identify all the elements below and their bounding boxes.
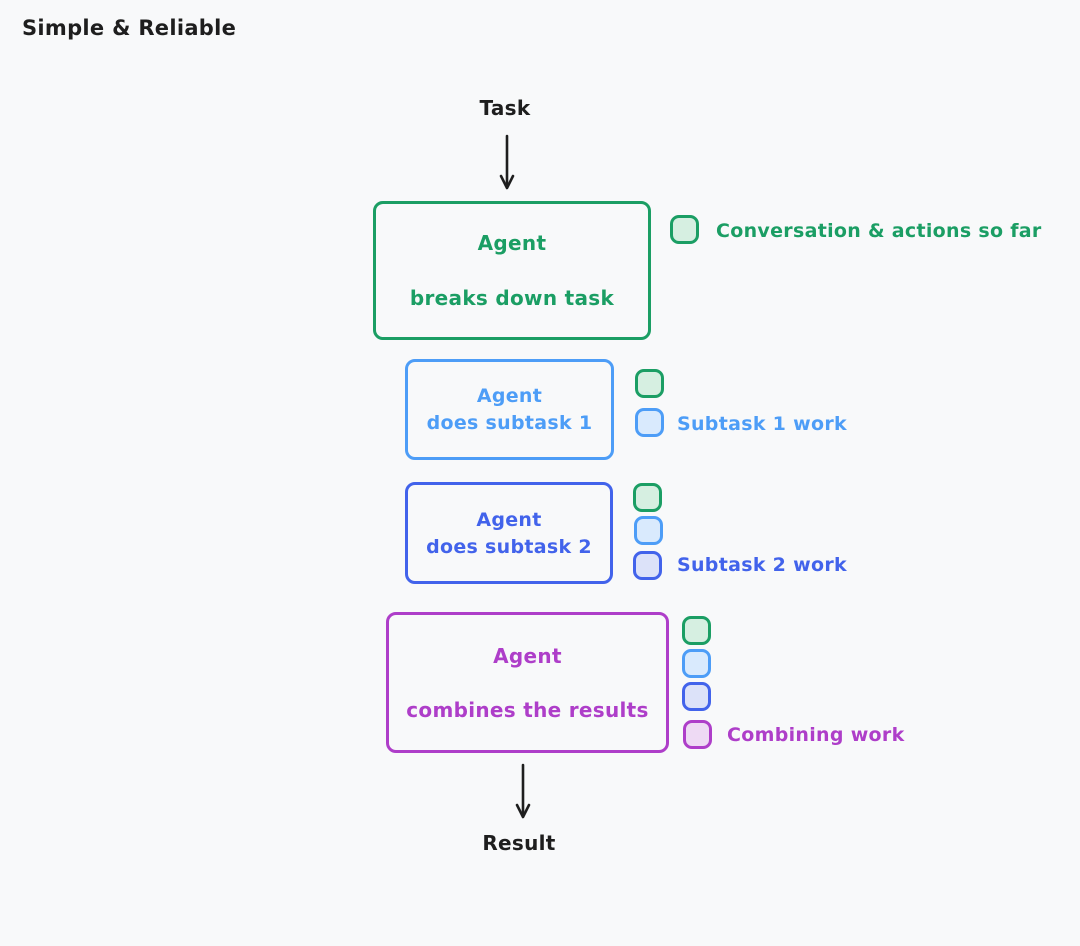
arrow-down-icon (499, 134, 515, 190)
node-line-2: does subtask 1 (426, 412, 593, 434)
combining-chip (683, 720, 712, 749)
conversation-chip (633, 483, 662, 512)
node-agent-does-subtask-1: Agent does subtask 1 (405, 359, 614, 460)
subtask1-chip (634, 516, 663, 545)
subtask2-chip (682, 682, 711, 711)
node-line-1: Agent (493, 643, 562, 668)
conversation-chip (682, 616, 711, 645)
node-line-1: Agent (477, 231, 547, 255)
node-line-1: Agent (476, 508, 542, 531)
task-label: Task (479, 96, 531, 120)
subtask2-chip (633, 551, 662, 580)
arrow-down-icon (515, 763, 531, 819)
node-agent-combines-results: Agent combines the results (386, 612, 669, 753)
diagram-title: Simple & Reliable (22, 16, 237, 40)
conversation-chip (670, 215, 699, 244)
subtask1-chip (635, 408, 664, 437)
legend-subtask1-label: Subtask 1 work (677, 413, 847, 435)
node-agent-breaks-down-task: Agent breaks down task (373, 201, 651, 340)
node-line-2: breaks down task (409, 286, 615, 310)
legend-subtask2-label: Subtask 2 work (677, 554, 847, 576)
result-label: Result (482, 831, 556, 855)
legend-conversation-label: Conversation & actions so far (716, 220, 1042, 242)
node-agent-does-subtask-2: Agent does subtask 2 (405, 482, 613, 584)
subtask1-chip (682, 649, 711, 678)
node-line-2: does subtask 2 (426, 535, 592, 558)
legend-combining-label: Combining work (727, 724, 905, 746)
node-line-1: Agent (476, 385, 543, 407)
conversation-chip (635, 369, 664, 398)
node-line-2: combines the results (406, 697, 649, 722)
